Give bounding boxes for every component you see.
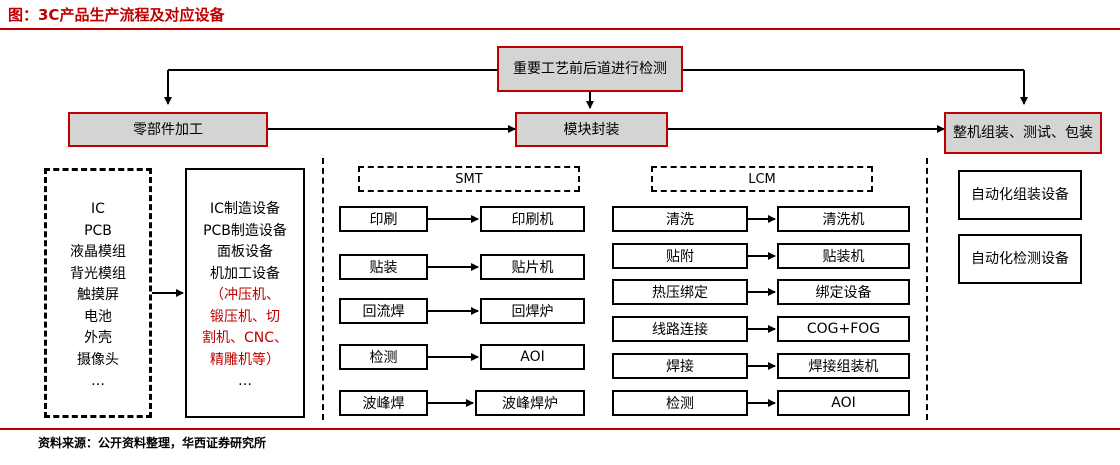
equipment-list: IC制造设备 PCB制造设备 面板设备 机加工设备 （冲压机、 锻压机、切 割机… [185, 199, 305, 393]
lcm-equipment-label: 清洗机 [822, 212, 865, 228]
smt-equipment-label: 贴片机 [511, 260, 554, 276]
lcm-process-box: 热压绑定 [612, 279, 748, 305]
parts-item: IC [91, 201, 105, 217]
lcm-process-box: 检测 [612, 390, 748, 416]
stage-parts-label: 零部件加工 [133, 121, 203, 138]
lcm-equipment-label: 绑定设备 [815, 285, 872, 301]
smt-equipment-box: 贴片机 [480, 254, 585, 280]
smt-header-label: SMT [455, 171, 483, 187]
stage-module-label: 模块封装 [563, 121, 620, 138]
lcm-process-box: 清洗 [612, 206, 748, 232]
lcm-equipment-box: AOI [777, 390, 910, 416]
lcm-equipment-box: COG+FOG [777, 316, 910, 342]
smt-process-label: 贴装 [369, 260, 398, 276]
parts-item: 电池 [84, 308, 112, 325]
smt-equipment-label: 回焊炉 [511, 304, 554, 320]
module-right-separator [926, 158, 928, 420]
parts-item: PCB [84, 222, 112, 239]
bottom-divider [0, 428, 1120, 430]
assembly-equipment-label: 自动化组装设备 [971, 187, 1069, 203]
lcm-process-label: 焊接 [666, 359, 694, 375]
page-title: 图：3C产品生产流程及对应设备 [8, 6, 225, 24]
smt-equipment-label: 波峰焊炉 [502, 396, 558, 412]
module-left-separator [322, 158, 324, 420]
smt-process-label: 回流焊 [362, 304, 405, 320]
lcm-process-label: 检测 [666, 396, 694, 412]
lcm-header-label: LCM [748, 171, 776, 187]
smt-equipment-label: AOI [520, 349, 545, 365]
equipment-example: 精雕机等） [210, 351, 280, 368]
lcm-process-label: 热压绑定 [652, 285, 708, 301]
parts-item: 触摸屏 [77, 287, 119, 303]
lcm-process-label: 清洗 [666, 212, 694, 228]
source-note: 资料来源：公开资料整理，华西证券研究所 [38, 436, 267, 450]
lcm-equipment-label: 焊接组装机 [808, 359, 879, 375]
top-divider [0, 28, 1120, 30]
equipment-item: PCB制造设备 [203, 222, 287, 239]
lcm-process-label: 贴附 [666, 249, 694, 265]
inspection-label: 重要工艺前后道进行检测 [513, 61, 667, 77]
parts-item: 背光模组 [70, 265, 126, 282]
equipment-more: … [238, 373, 252, 389]
equipment-example: 锻压机、切 [210, 308, 280, 325]
parts-item: 液晶模组 [70, 244, 126, 260]
lcm-equipment-box: 绑定设备 [777, 279, 910, 305]
smt-process-label: 印刷 [369, 212, 398, 228]
stage-parts-box: 零部件加工 [68, 112, 268, 147]
equipment-column [185, 168, 305, 418]
assembly-equipment-label: 自动化检测设备 [971, 251, 1069, 267]
smt-equipment-box: AOI [480, 344, 585, 370]
smt-process-box: 印刷 [339, 206, 428, 232]
parts-list: IC PCB 液晶模组 背光模组 触摸屏 电池 外壳 摄像头 … [44, 199, 152, 393]
smt-equipment-box: 回焊炉 [480, 298, 585, 324]
lcm-header: LCM [651, 166, 873, 192]
lcm-equipment-box: 焊接组装机 [777, 353, 910, 379]
smt-equipment-box: 印刷机 [480, 206, 585, 232]
smt-process-label: 波峰焊 [362, 396, 405, 412]
smt-process-label: 检测 [369, 350, 398, 366]
equipment-example: （冲压机、 [210, 287, 280, 303]
lcm-equipment-box: 贴装机 [777, 243, 910, 269]
equipment-example: 割机、CNC、 [201, 330, 289, 346]
lcm-process-box: 贴附 [612, 243, 748, 269]
lcm-equipment-label: COG+FOG [806, 321, 881, 337]
inspection-box: 重要工艺前后道进行检测 [497, 46, 683, 92]
stage-assembly-box: 整机组装、测试、包装 [944, 112, 1102, 154]
equipment-item: IC制造设备 [210, 201, 280, 217]
parts-item: 摄像头 [77, 351, 119, 368]
assembly-equipment-box: 自动化组装设备 [958, 170, 1082, 220]
parts-column [44, 168, 152, 418]
lcm-equipment-label: 贴装机 [822, 249, 865, 265]
smt-equipment-box: 波峰焊炉 [475, 390, 585, 416]
parts-more: … [91, 373, 105, 389]
parts-item: 外壳 [84, 330, 112, 346]
lcm-process-box: 焊接 [612, 353, 748, 379]
smt-process-box: 贴装 [339, 254, 428, 280]
smt-equipment-label: 印刷机 [511, 212, 554, 228]
smt-header: SMT [358, 166, 580, 192]
equipment-item: 机加工设备 [210, 265, 280, 282]
equipment-item: 面板设备 [217, 244, 273, 260]
assembly-equipment-box: 自动化检测设备 [958, 234, 1082, 284]
stage-assembly-label: 整机组装、测试、包装 [953, 125, 1093, 141]
smt-process-box: 检测 [339, 344, 428, 370]
lcm-process-box: 线路连接 [612, 316, 748, 342]
stage-module-box: 模块封装 [515, 112, 668, 147]
smt-process-box: 波峰焊 [339, 390, 428, 416]
lcm-process-label: 线路连接 [652, 322, 708, 338]
smt-process-box: 回流焊 [339, 298, 428, 324]
lcm-equipment-label: AOI [831, 395, 856, 411]
lcm-equipment-box: 清洗机 [777, 206, 910, 232]
